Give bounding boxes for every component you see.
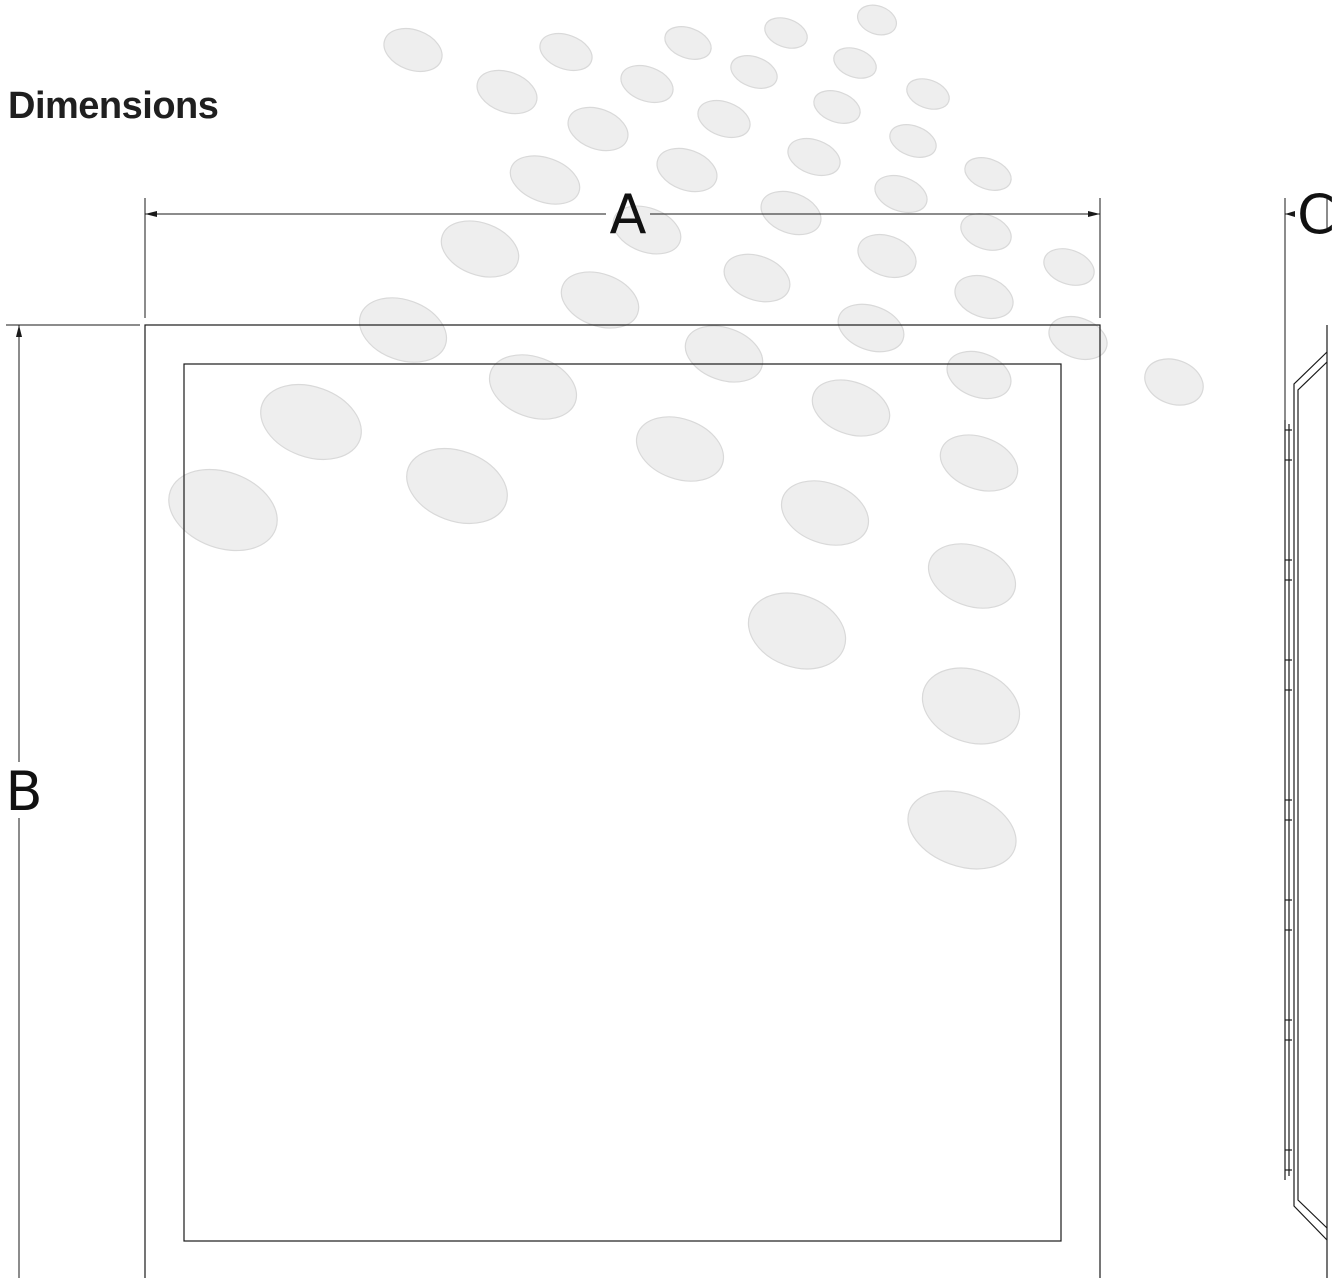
- watermark-dot: [907, 790, 1017, 870]
- panel-outer-frame: [144, 324, 1101, 1278]
- dimension-c: C: [1284, 183, 1335, 420]
- watermark-dot: [780, 480, 870, 546]
- watermark-dot: [833, 47, 877, 79]
- dimension-c-label: C: [1297, 183, 1335, 246]
- watermark-dot: [488, 354, 578, 420]
- watermark-dot: [406, 448, 508, 524]
- watermark-dot: [906, 78, 950, 110]
- watermark-dot: [939, 434, 1019, 492]
- watermark-dot: [656, 147, 718, 193]
- side-view: [1284, 325, 1328, 1278]
- watermark-dot: [612, 205, 682, 255]
- watermark-dot: [964, 157, 1012, 191]
- panel-inner-frame: [183, 363, 1062, 1242]
- side-view-clip-marks: [1285, 429, 1292, 1171]
- page-title: Dimensions: [8, 85, 218, 127]
- watermark-dot: [440, 220, 520, 278]
- watermark-dot: [760, 190, 822, 236]
- watermark-dot: [635, 416, 725, 482]
- watermark-dot: [560, 271, 640, 329]
- watermark-dot: [260, 384, 362, 460]
- watermark-dot: [764, 17, 808, 49]
- watermark-dot: [874, 174, 928, 214]
- watermark-dot-pattern: [168, 4, 1204, 870]
- dimension-a-arrow-left: [145, 211, 157, 217]
- watermark-dot: [539, 32, 593, 72]
- watermark-dot: [837, 303, 905, 353]
- front-view: [144, 324, 1101, 1278]
- watermark-dot: [697, 99, 751, 139]
- watermark-dot: [358, 297, 448, 363]
- watermark-dot: [168, 468, 278, 552]
- watermark-dot: [1144, 358, 1204, 406]
- watermark-dot: [730, 55, 778, 89]
- watermark-dot: [857, 233, 917, 279]
- watermark-dot: [813, 90, 861, 124]
- side-view-top-bevel-inner: [1297, 361, 1328, 1229]
- watermark-dot: [1048, 315, 1108, 361]
- watermark-dot: [787, 137, 841, 177]
- watermark-dot: [684, 325, 764, 383]
- watermark-dot: [567, 106, 629, 152]
- dimension-b: B: [5, 324, 140, 1278]
- dimension-a-label: A: [610, 183, 647, 246]
- watermark-dot: [811, 379, 891, 437]
- watermark-dot: [664, 26, 712, 60]
- watermark-dot: [889, 124, 937, 158]
- watermark-dot: [946, 350, 1012, 400]
- watermark-dot: [383, 27, 443, 73]
- dimension-a-arrow-right: [1088, 211, 1100, 217]
- watermark-dot: [476, 69, 538, 115]
- dimension-a: A: [144, 183, 1101, 318]
- side-view-top-bevel: [1293, 351, 1328, 1241]
- watermark-dot: [921, 667, 1021, 745]
- dimension-c-arrow-left: [1285, 211, 1295, 217]
- watermark-dot: [857, 4, 897, 36]
- watermark-dot: [927, 543, 1017, 609]
- watermark-dot: [960, 213, 1012, 251]
- watermark-dot: [723, 253, 791, 303]
- dimension-b-arrow-top: [16, 325, 22, 337]
- watermark-dot: [509, 155, 581, 205]
- watermark-dot: [747, 592, 847, 670]
- watermark-dot: [1043, 248, 1095, 286]
- watermark-dot: [620, 64, 674, 104]
- dimension-b-label: B: [5, 760, 42, 823]
- watermark-dot: [954, 274, 1014, 320]
